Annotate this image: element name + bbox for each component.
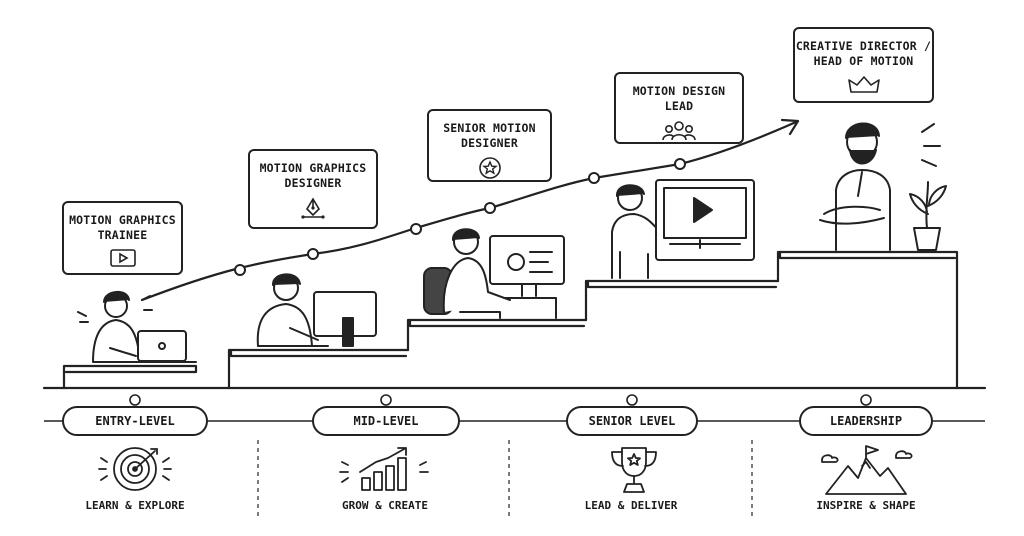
- caption-senior: LEAD & DELIVER: [584, 499, 678, 512]
- role-trainee-line1: MOTION GRAPHICS: [69, 213, 176, 227]
- mountain-flag-icon: [821, 445, 913, 495]
- senior-designer-figure: [423, 228, 565, 319]
- crown-icon: [847, 76, 880, 93]
- caption-mid: GROW & CREATE: [341, 499, 429, 512]
- role-designer: MOTION GRAPHICS DESIGNER: [248, 149, 378, 229]
- role-senior-line1: SENIOR MOTION: [443, 121, 536, 135]
- caption-entry: LEARN & EXPLORE: [85, 499, 185, 512]
- stage-dividers: [257, 440, 753, 520]
- role-lead-line2: LEAD: [664, 99, 694, 113]
- role-designer-line2: DESIGNER: [284, 176, 342, 190]
- lead-figure: [611, 179, 755, 279]
- director-figure: [819, 122, 947, 251]
- role-senior-line2: DESIGNER: [461, 136, 518, 150]
- stage-leadership: LEADERSHIP: [799, 406, 933, 436]
- staircase: [62, 250, 959, 390]
- stage-senior-level: SENIOR LEVEL: [566, 406, 698, 436]
- growth-arrow-head: [780, 118, 800, 136]
- team-icon: [662, 121, 696, 141]
- target-icon: [98, 447, 172, 491]
- play-icon: [109, 249, 136, 267]
- role-director-line1: CREATIVE DIRECTOR /: [795, 39, 932, 53]
- stage-entry-level: ENTRY-LEVEL: [62, 406, 208, 436]
- caption-leadership: INSPIRE & SHAPE: [816, 499, 916, 512]
- role-lead-line1: MOTION DESIGN: [632, 84, 726, 98]
- trophy-icon: [611, 447, 657, 493]
- growth-chart-icon: [339, 447, 429, 491]
- role-senior: SENIOR MOTION DESIGNER: [427, 109, 552, 182]
- pen-tool-icon: [301, 197, 325, 219]
- stage-mid-level: MID-LEVEL: [312, 406, 460, 436]
- milestone-dots: [234, 158, 686, 276]
- trainee-figure: [77, 291, 197, 363]
- stage-nodes: [129, 394, 872, 406]
- role-trainee-line2: TRAINEE: [97, 228, 148, 242]
- role-designer-line1: MOTION GRAPHICS: [259, 161, 367, 175]
- designer-figure: [256, 273, 377, 347]
- role-director: CREATIVE DIRECTOR / HEAD OF MOTION: [793, 27, 934, 103]
- star-icon: [478, 157, 501, 179]
- role-director-line2: HEAD OF MOTION: [813, 54, 914, 68]
- role-trainee: MOTION GRAPHICS TRAINEE: [62, 201, 183, 275]
- role-lead: MOTION DESIGN LEAD: [614, 72, 744, 144]
